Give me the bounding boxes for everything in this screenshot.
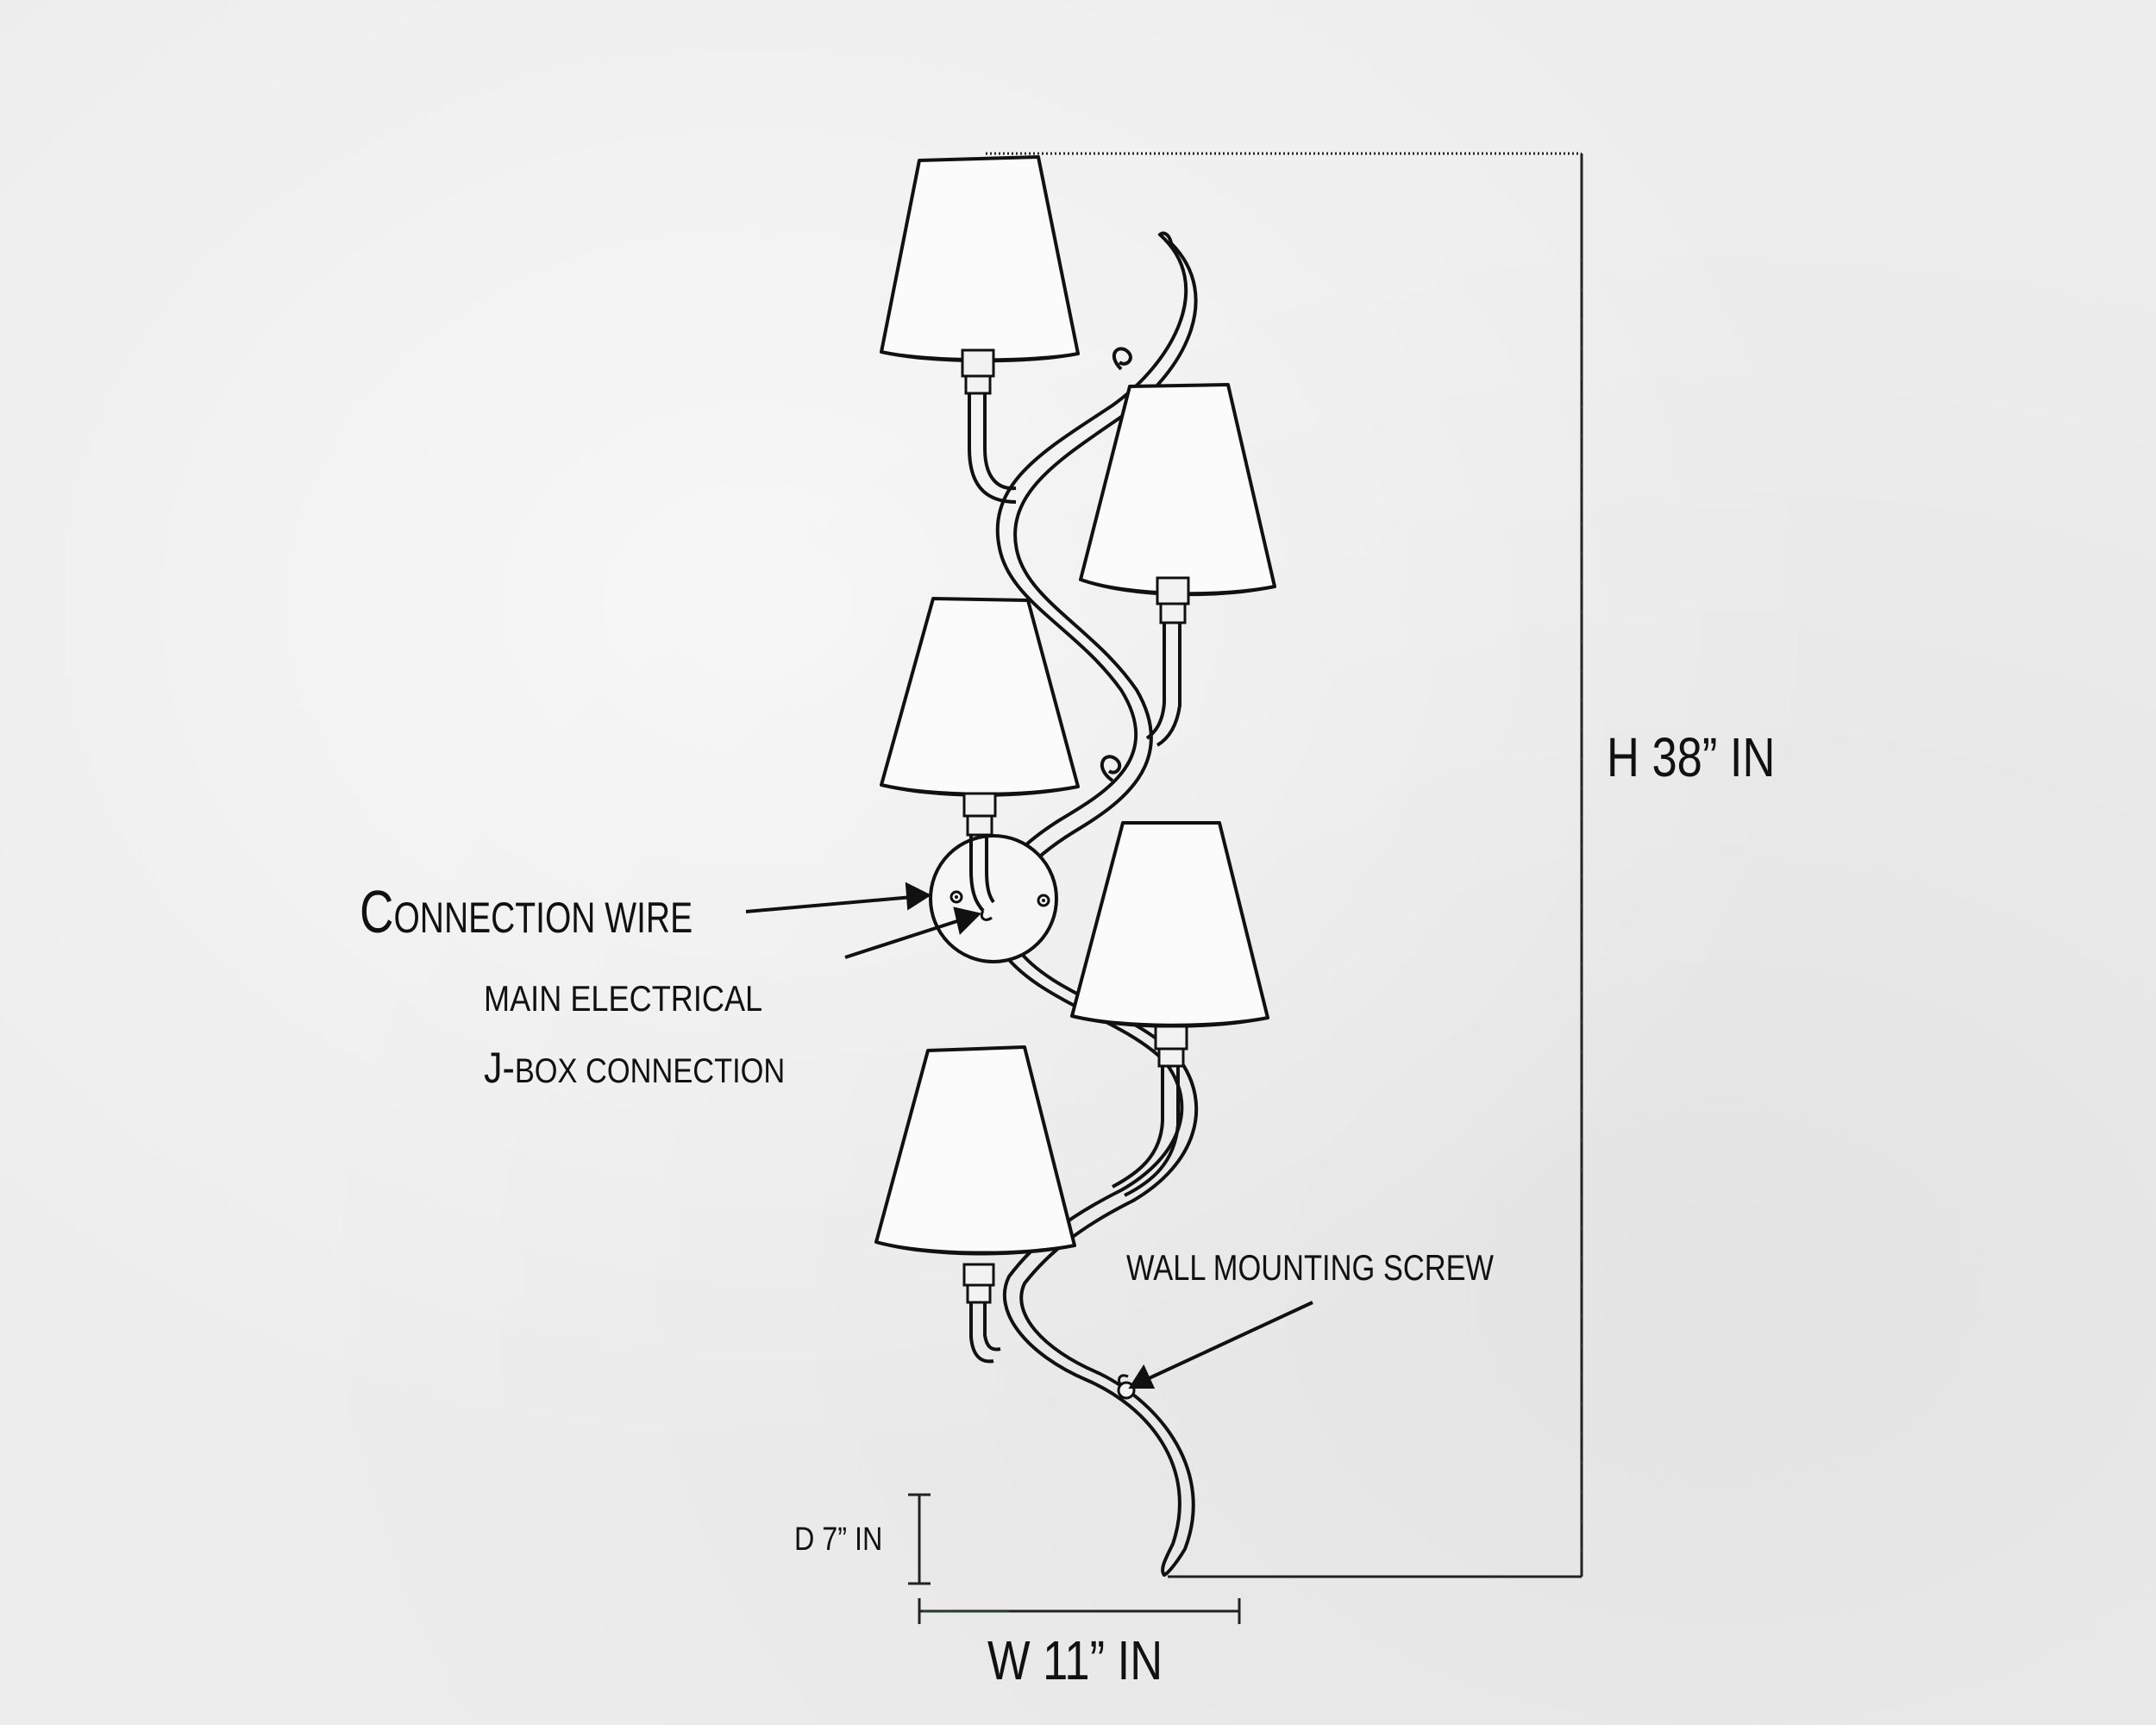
wall-screw-arrow bbox=[1128, 1301, 1313, 1389]
lamp-shade-2 bbox=[1079, 383, 1276, 747]
connection-wire-initial: C bbox=[360, 878, 394, 945]
connection-wire-rest: ONNECTION WIRE bbox=[393, 894, 693, 942]
j-box-label-initial: J- bbox=[484, 1044, 515, 1092]
lamp-shade-1 bbox=[880, 155, 1080, 504]
lamp-shade-3 bbox=[880, 597, 1080, 921]
j-box-arrow bbox=[844, 906, 981, 959]
depth-dimension-label: D 7” IN bbox=[794, 1521, 883, 1558]
decorative-scroll-middle bbox=[1100, 755, 1122, 782]
wall-screw-label: WALL MOUNTING SCREW bbox=[1126, 1247, 1495, 1288]
width-dimension-line bbox=[918, 1598, 1241, 1624]
j-box-label-rest: BOX CONNECTION bbox=[514, 1052, 786, 1090]
depth-dimension-line bbox=[908, 1493, 931, 1585]
height-dimension-label: H 38” IN bbox=[1607, 726, 1776, 788]
connection-wire-arrow bbox=[745, 881, 932, 913]
j-box-backplate bbox=[929, 834, 1058, 963]
lamp-shade-5 bbox=[874, 1045, 1076, 1364]
lamp-shade-4 bbox=[1070, 821, 1269, 1197]
connection-wire-label: CONNECTION WIRE bbox=[360, 881, 693, 942]
j-box-label-line-1: MAIN ELECTRICAL bbox=[484, 978, 763, 1019]
j-box-label-line-2: J-BOX CONNECTION bbox=[484, 1046, 785, 1089]
height-dimension-line bbox=[986, 152, 1583, 1578]
width-dimension-label: W 11” IN bbox=[987, 1629, 1163, 1691]
decorative-scroll-upper bbox=[1112, 347, 1132, 371]
